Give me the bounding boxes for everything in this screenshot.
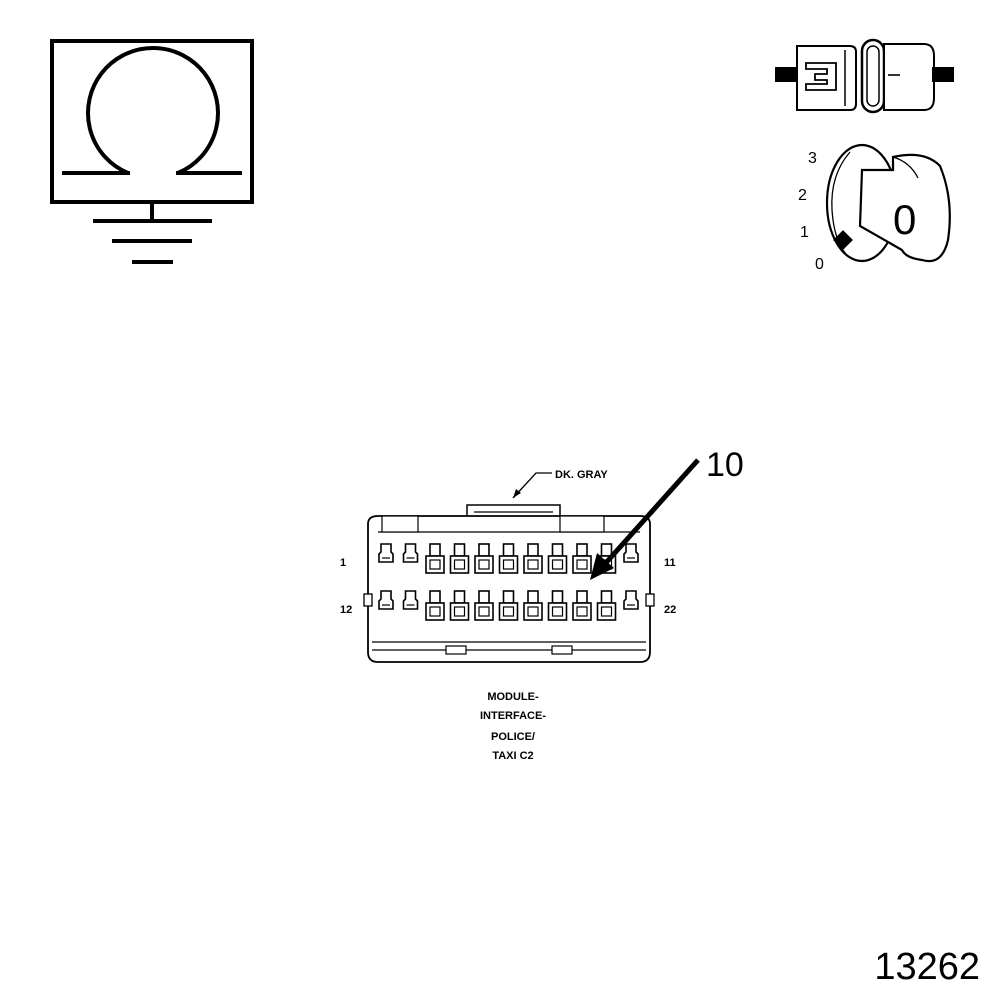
connector-face: DK. GRAY 1 11 12 22 10 MODULE- INTERFACE…	[340, 446, 744, 762]
pin-cavity-13	[402, 590, 419, 610]
disconnected-connector-icon	[775, 38, 954, 114]
pin-cavity-5	[474, 543, 494, 574]
pin-cavity-18	[523, 590, 543, 621]
connector-name-line-4: TAXI C2	[492, 750, 533, 762]
pin-cavity-9	[572, 543, 592, 574]
connector-name-line-2: INTERFACE-	[480, 710, 546, 722]
pin-cavity-14	[425, 590, 445, 621]
pin-cavity-22	[623, 590, 639, 610]
ignition-position-3: 3	[808, 150, 817, 167]
pin-cavity-20	[572, 590, 592, 621]
ignition-position-1: 1	[800, 224, 809, 241]
pin-cavity-21	[596, 590, 617, 621]
key-label: 0	[893, 196, 916, 243]
figure-number: 13262	[874, 946, 980, 988]
pin-cavity-16	[474, 590, 494, 621]
pin-cavity-17	[498, 590, 519, 621]
pin-cavity-15	[449, 590, 470, 621]
pin-label-22: 22	[664, 604, 676, 616]
pin-cavity-4	[449, 543, 470, 574]
pin-label-11: 11	[664, 557, 676, 569]
ohmmeter-ground-icon	[50, 39, 254, 264]
ignition-position-0: 0	[815, 256, 824, 273]
ignition-position-2: 2	[798, 187, 807, 204]
pin-cavity-1	[378, 543, 394, 563]
pin-label-12: 12	[340, 604, 352, 616]
connector-color-label: DK. GRAY	[555, 469, 608, 481]
pin-cavity-7	[523, 543, 543, 574]
pin-cavity-12	[378, 590, 394, 610]
pin-cavity-6	[498, 543, 519, 574]
pin-cavity-19	[547, 590, 568, 621]
pin-cavity-8	[547, 543, 568, 574]
pin-cavity-3	[425, 543, 445, 574]
connector-name-line-3: POLICE/	[491, 731, 535, 743]
pin-cavity-2	[402, 543, 419, 563]
callout-pin-number: 10	[706, 446, 744, 484]
connector-name-line-1: MODULE-	[487, 691, 539, 703]
pin-label-1: 1	[340, 557, 346, 569]
ignition-key-icon: 3 2 1 0 0	[798, 143, 951, 273]
pin-cavity-11	[623, 543, 639, 563]
